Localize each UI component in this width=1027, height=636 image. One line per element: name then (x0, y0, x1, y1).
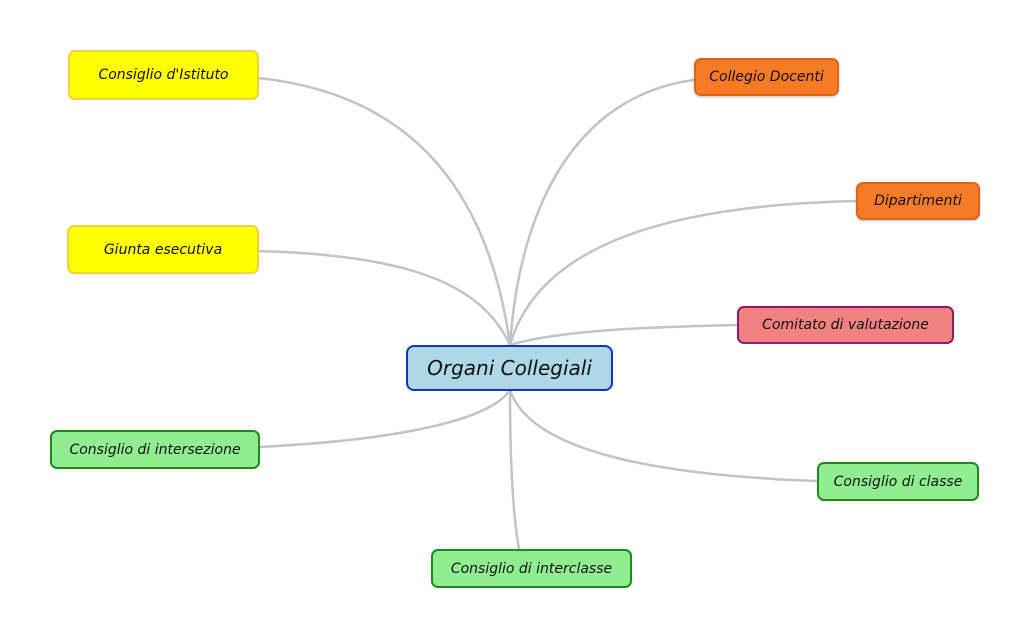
link-consiglio-istituto (256, 76, 512, 347)
root-label: Organi Collegiali (427, 356, 592, 380)
node-label: Consiglio di classe (833, 473, 963, 490)
node-label: Comitato di valutazione (762, 317, 929, 333)
node-dipartimenti[interactable]: Dipartimenti (856, 182, 980, 220)
node-label: Collegio Docenti (709, 69, 824, 85)
link-giunta-esecutiva (256, 249, 512, 347)
link-consiglio-classe (508, 388, 819, 483)
node-comitato-valutazione[interactable]: Comitato di valutazione (737, 306, 954, 344)
node-label: Dipartimenti (874, 193, 962, 209)
node-label: Consiglio di interclasse (450, 560, 613, 577)
link-consiglio-interclasse (508, 388, 521, 551)
link-consiglio-intersezione (256, 388, 512, 449)
node-consiglio-interclasse[interactable]: Consiglio di interclasse (431, 549, 632, 588)
node-organi-collegiali[interactable]: Organi Collegiali (406, 345, 613, 391)
link-comitato-valutazione (508, 323, 739, 347)
link-dipartimenti (508, 199, 858, 347)
node-collegio-docenti[interactable]: Collegio Docenti (694, 58, 839, 96)
node-label: Giunta esecutiva (103, 241, 223, 258)
node-consiglio-intersezione[interactable]: Consiglio di intersezione (50, 430, 260, 469)
node-consiglio-classe[interactable]: Consiglio di classe (817, 462, 979, 501)
node-giunta-esecutiva[interactable]: Giunta esecutiva (67, 225, 259, 274)
node-label: Consiglio d'Istituto (98, 67, 229, 83)
link-collegio-docenti (508, 78, 696, 347)
node-consiglio-istituto[interactable]: Consiglio d'Istituto (68, 50, 259, 100)
node-label: Consiglio di intersezione (69, 441, 241, 458)
